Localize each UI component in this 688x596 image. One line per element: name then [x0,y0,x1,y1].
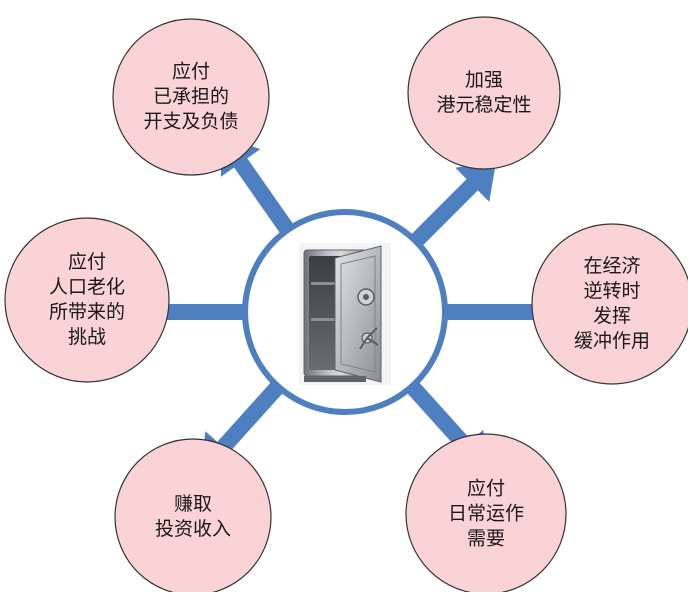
bubble-text-line: 挑战 [67,326,107,348]
bubble-text-line: 缓冲作用 [573,330,651,352]
bubble-label-top-right: 加强港元稳定性 [436,68,531,118]
bubble-text-line: 所带来的 [48,301,126,323]
arrow-top-left [220,135,297,238]
bubble-text-line: 港元稳定性 [436,94,532,116]
bubble-text-line: 逆转时 [583,280,641,302]
bubble-label-bottom-right: 应付日常运作需要 [448,477,524,552]
safe-icon [299,243,391,385]
bubble-text-line: 需要 [466,527,506,550]
bubble-text-line: 加强 [464,69,504,91]
bubble-text-line: 应付 [171,60,211,83]
bubble-left [4,217,170,383]
bubble-text-line: 投资收入 [154,518,232,540]
bubble-top-right [407,16,561,170]
bubble-label-bottom-left: 赚取投资收入 [155,492,231,542]
bubble-right [531,223,688,385]
bubble-label-right: 在经济逆转时发挥缓冲作用 [574,254,650,354]
bubble-text-line: 人口老化 [48,276,126,298]
bubble-text-line: 开支及负债 [143,110,239,133]
bubble-text-line: 赚取 [173,493,213,515]
bubble-text-line: 日常运作 [447,502,525,525]
bubble-text-line: 在经济 [583,255,641,277]
bubble-label-top-left: 应付已承担的开支及负债 [143,60,238,135]
bubble-top-left [112,18,270,176]
bubble-label-left: 应付人口老化所带来的挑战 [49,250,125,350]
bubble-text-line: 发挥 [592,305,632,327]
bubble-text-line: 应付 [67,251,107,273]
arrow-top-right [407,160,497,250]
bubble-text-line: 已承担的 [152,85,230,108]
arrow-right [441,288,581,336]
bubble-text-line: 应付 [466,477,506,500]
